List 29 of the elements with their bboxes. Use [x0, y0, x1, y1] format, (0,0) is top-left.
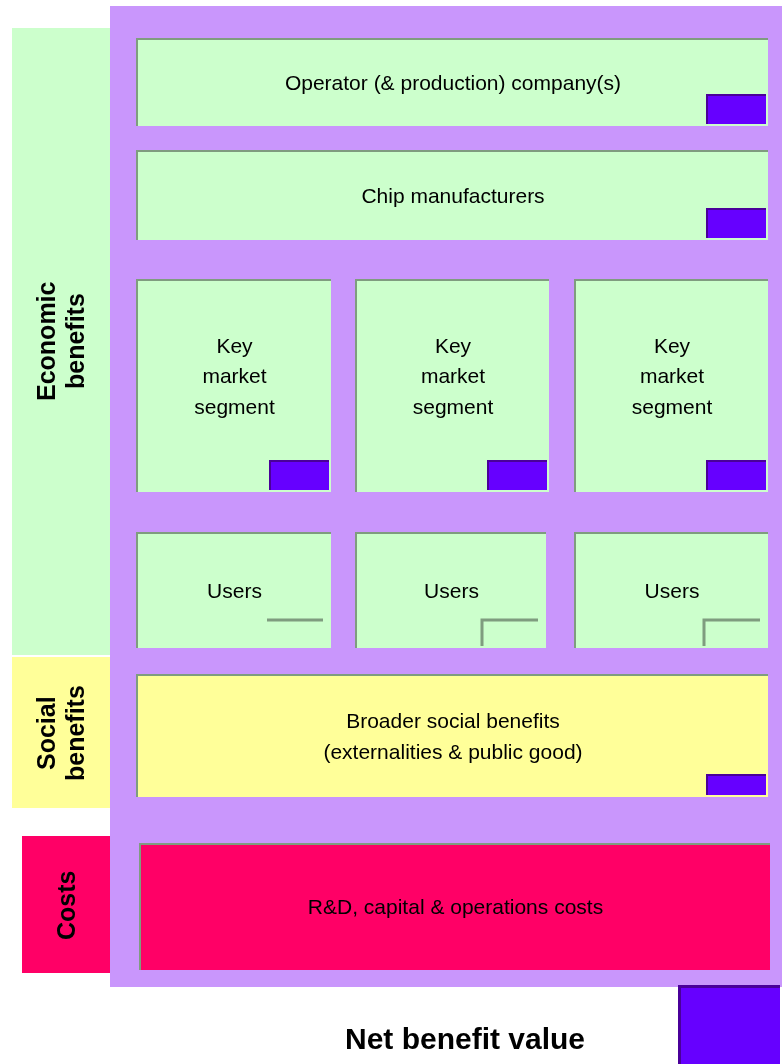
category-box: [139, 843, 770, 970]
box-label: Operator (& production) company(s): [284, 69, 622, 96]
band-label: Costs: [51, 868, 81, 942]
category-band: [22, 836, 110, 973]
box-label: Broader social benefits (externalities & public good): [322, 708, 584, 765]
category-box: [355, 532, 546, 648]
band-label: Social benefits: [32, 683, 90, 783]
box-label: Key market segment: [193, 332, 276, 420]
category-box: [136, 150, 768, 240]
box-label: Users: [207, 577, 262, 604]
category-band: [12, 657, 110, 808]
category-box: [136, 38, 768, 126]
net-value-block: [678, 985, 780, 1064]
box-label: Users: [424, 577, 479, 604]
category-box: [355, 279, 549, 492]
category-box: [136, 279, 331, 492]
box-label: Key market segment: [630, 332, 714, 420]
band-label: Economic benefits: [32, 280, 90, 404]
category-box: [136, 674, 768, 797]
panel-background: [110, 6, 782, 987]
box-label: Chip manufacturers: [361, 182, 545, 209]
box-label: Key market segment: [411, 332, 495, 420]
category-box: [574, 279, 768, 492]
box-label: Users: [644, 577, 700, 604]
category-band: [12, 28, 110, 655]
category-box: [574, 532, 768, 648]
result-label: Net benefit value: [345, 1022, 586, 1056]
box-label: R&D, capital & operations costs: [307, 894, 604, 921]
category-box: [136, 532, 331, 648]
